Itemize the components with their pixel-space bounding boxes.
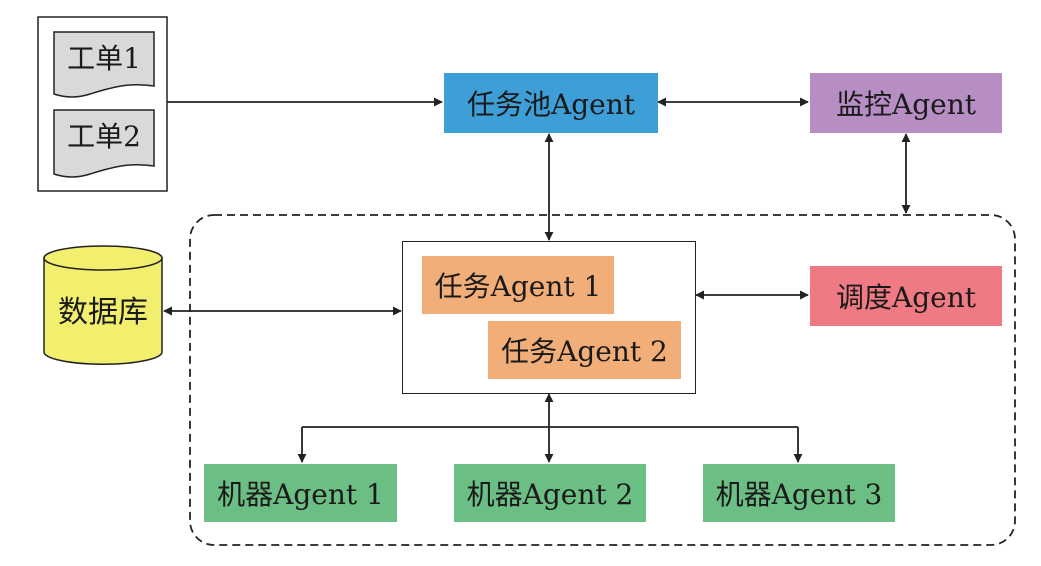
task-agent-1-label: 任务Agent 1 — [434, 270, 602, 303]
database-top — [43, 245, 163, 271]
document-shape — [53, 109, 155, 178]
machine-agent-1-label: 机器Agent 1 — [217, 478, 384, 511]
database-label: 数据库 — [58, 295, 148, 330]
machine-agent-1-node: 机器Agent 1 — [204, 464, 397, 522]
document-shape — [53, 31, 155, 98]
machine-agent-3-label: 机器Agent 3 — [715, 478, 883, 511]
task-pool-agent-label: 任务池Agent — [466, 88, 635, 121]
task-agent-2-node: 任务Agent 2 — [488, 321, 681, 379]
work-order-1-label: 工单1 — [67, 42, 141, 75]
task-pool-agent-node: 任务池Agent — [444, 73, 658, 133]
system-boundary — [189, 214, 1016, 546]
database-body — [43, 257, 163, 365]
scheduler-agent-label: 调度Agent — [835, 281, 976, 314]
task-agent-1-node: 任务Agent 1 — [422, 256, 614, 314]
monitor-agent-node: 监控Agent — [810, 73, 1002, 133]
machine-agent-2-node: 机器Agent 2 — [454, 464, 646, 522]
monitor-agent-label: 监控Agent — [835, 88, 976, 121]
work-order-1-document: 工单1 — [53, 31, 155, 98]
task-agent-2-label: 任务Agent 2 — [501, 335, 668, 368]
scheduler-agent-node: 调度Agent — [810, 266, 1002, 326]
work-order-2-document: 工单2 — [53, 109, 155, 178]
database-cylinder: 数据库 — [43, 245, 163, 365]
machine-agent-2-label: 机器Agent 2 — [466, 478, 634, 511]
machine-agent-3-node: 机器Agent 3 — [703, 464, 895, 522]
work-order-2-label: 工单2 — [67, 120, 141, 153]
